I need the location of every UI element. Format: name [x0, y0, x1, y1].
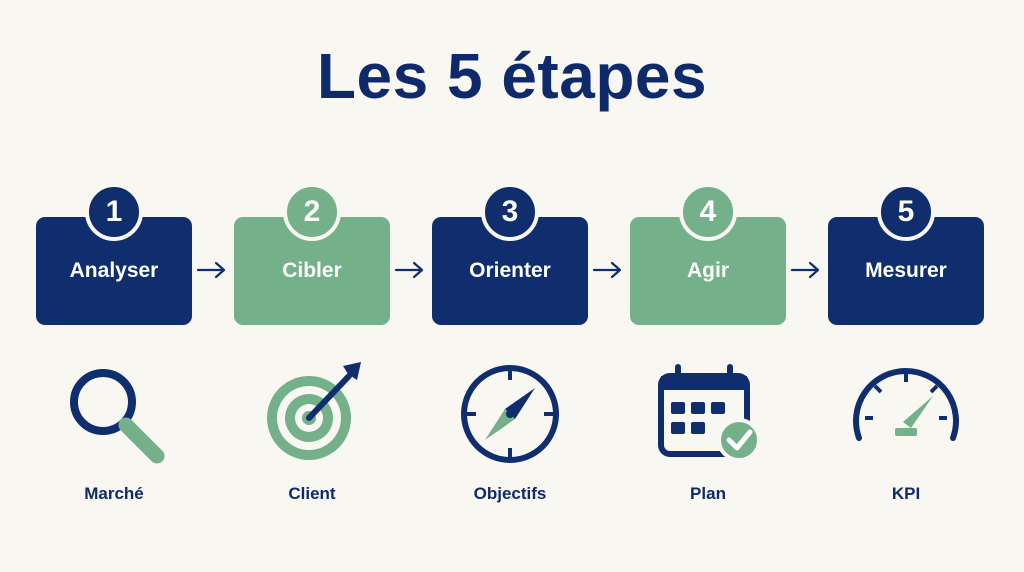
step-box-mesurer: Mesurer — [828, 217, 984, 325]
step-3: Orienter 3 — [432, 183, 588, 325]
step-label: Orienter — [469, 259, 551, 282]
caption-plan: Plan — [690, 484, 726, 503]
gauge-icon — [853, 368, 959, 441]
arrow-right-icon — [790, 261, 820, 279]
caption-objectifs: Objectifs — [473, 484, 547, 503]
arrow-right-icon — [196, 261, 226, 279]
step-number-badge: 5 — [877, 183, 935, 241]
caption-client: Client — [288, 484, 336, 503]
step-number-badge: 3 — [481, 183, 539, 241]
step-box-orienter: Orienter — [432, 217, 588, 325]
step-number-badge: 1 — [85, 183, 143, 241]
step-number-badge: 2 — [283, 183, 341, 241]
step-4: Agir 4 — [630, 183, 786, 325]
step-1: Analyser 1 — [36, 183, 192, 325]
step-label: Cibler — [282, 259, 342, 282]
arrow-right-icon — [592, 261, 622, 279]
target-icon — [267, 362, 361, 460]
caption-marche: Marché — [84, 484, 144, 503]
page-title: Les 5 étapes — [316, 40, 708, 112]
step-label: Mesurer — [865, 259, 947, 282]
calendar-check-icon — [658, 364, 761, 462]
arrow-right-icon — [394, 261, 424, 279]
magnifier-icon — [70, 369, 165, 464]
step-box-agir: Agir — [630, 217, 786, 325]
step-5: Mesurer 5 — [828, 183, 984, 325]
step-2: Cibler 2 — [234, 183, 390, 325]
step-label: Agir — [687, 259, 729, 282]
step-number-badge: 4 — [679, 183, 737, 241]
caption-kpi: KPI — [891, 484, 921, 503]
step-label: Analyser — [69, 259, 159, 282]
compass-icon — [461, 365, 559, 463]
